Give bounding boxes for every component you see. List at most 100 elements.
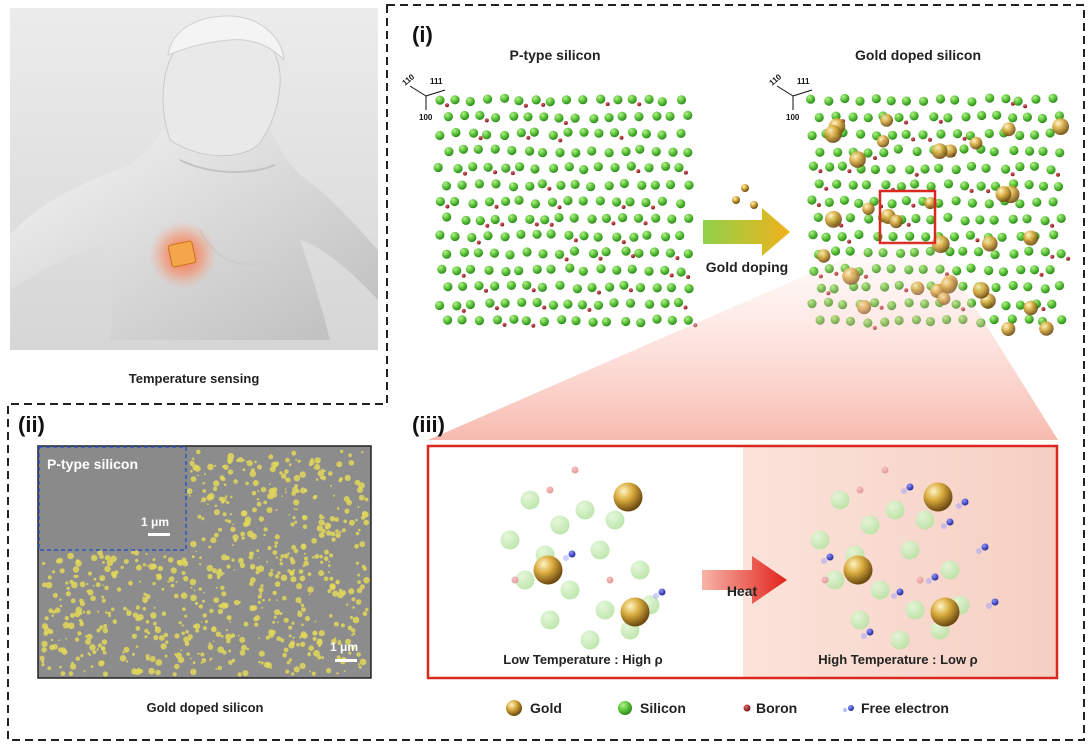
sem-particle (323, 469, 326, 473)
electron-trail (891, 593, 897, 599)
sem-particle (184, 614, 188, 618)
sem-particle (41, 640, 48, 648)
sem-particle (72, 566, 80, 573)
sem-particle (316, 525, 324, 532)
sem-particle (246, 460, 253, 467)
silicon-atom (604, 113, 614, 123)
sem-particle (184, 641, 190, 647)
sem-particle (297, 459, 301, 463)
electron-trail (901, 488, 907, 494)
sem-particle (365, 607, 369, 612)
sem-particle (321, 521, 325, 525)
sem-particle (288, 463, 292, 467)
silicon-atom (651, 213, 661, 223)
sem-particle (282, 652, 287, 658)
silicon-atom (951, 165, 961, 175)
sem-particle (263, 500, 268, 505)
electron-trail (563, 555, 569, 561)
boron-atom (969, 188, 974, 193)
sem-particle (212, 486, 218, 491)
boron-atom (500, 222, 505, 227)
silicon-atom (617, 111, 627, 121)
inset-scale-bar (148, 533, 170, 536)
sem-particle (202, 482, 205, 485)
sem-gold-particles (39, 449, 370, 677)
silicon-atom (943, 212, 953, 222)
silicon-atom (977, 110, 987, 121)
sem-particle (241, 510, 248, 517)
silicon-atom (966, 263, 976, 273)
legend-electron-trail (843, 708, 847, 712)
sem-particle (272, 620, 276, 624)
gold-atom (824, 125, 842, 143)
sem-particle (270, 569, 274, 572)
gold-atom (862, 202, 875, 215)
sem-particle (41, 647, 47, 653)
silicon-atom (1054, 111, 1064, 121)
axis-label-111: 111 (430, 77, 443, 86)
sem-particle (229, 513, 233, 516)
sem-particle (184, 560, 187, 563)
silicon-atom (992, 110, 1002, 120)
silicon-atom (815, 147, 825, 157)
sem-particle (149, 656, 156, 662)
sem-particle (198, 604, 203, 609)
sem-particle (302, 515, 308, 521)
silicon-atom (660, 298, 670, 308)
silicon-atom (484, 265, 494, 275)
silicon-atom (1056, 213, 1066, 223)
silicon-atom-faint (550, 515, 570, 535)
sem-particle (336, 581, 339, 584)
sem-particle (299, 471, 306, 478)
silicon-atom (893, 144, 903, 154)
sem-particle (279, 471, 283, 475)
sem-particle (52, 592, 58, 598)
sem-particle (328, 571, 330, 574)
silicon-atom (1031, 94, 1041, 104)
crystal-axis-indicator-right: 110 111 100 (768, 72, 813, 122)
sem-particle (50, 638, 54, 642)
sem-particle (313, 494, 318, 499)
silicon-atom-faint (870, 580, 890, 600)
sem-particle (136, 564, 142, 571)
silicon-atom (483, 162, 493, 172)
sem-particle (167, 580, 170, 583)
sem-particle (145, 594, 151, 600)
silicon-atom (683, 315, 693, 325)
boron-atom (1050, 223, 1055, 228)
sem-particle (268, 571, 274, 577)
silicon-atom (587, 214, 597, 224)
sem-particle (215, 586, 218, 589)
sem-particle (283, 647, 289, 653)
axis-label-100-right: 100 (786, 113, 800, 122)
silicon-atom (642, 230, 652, 240)
sem-particle (174, 633, 180, 639)
sem-particle (190, 586, 193, 589)
sem-particle (326, 668, 332, 674)
sem-particle (297, 610, 301, 613)
silicon-atom (652, 111, 662, 121)
silicon-atom (637, 180, 647, 190)
silicon-atom (474, 316, 484, 326)
silicon-atom (548, 130, 558, 140)
sem-particle (102, 584, 104, 586)
sem-particle (70, 598, 76, 604)
silicon-atom (621, 146, 631, 157)
sem-particle (228, 649, 232, 653)
sem-particle (358, 528, 361, 532)
sem-particle (293, 569, 296, 572)
silicon-atom (952, 129, 963, 139)
sem-particle (273, 615, 277, 619)
silicon-atom-faint (915, 510, 935, 530)
silicon-atom (467, 232, 477, 243)
sem-particle (266, 662, 272, 669)
silicon-atom (870, 164, 881, 175)
sem-particle (267, 546, 272, 551)
silicon-atom (578, 196, 588, 206)
sem-particle (142, 607, 147, 611)
sem-particle (41, 582, 47, 588)
boron-atom (1039, 272, 1044, 277)
sem-particle (359, 658, 367, 666)
sem-particle (186, 652, 190, 656)
sem-particle (225, 495, 228, 498)
